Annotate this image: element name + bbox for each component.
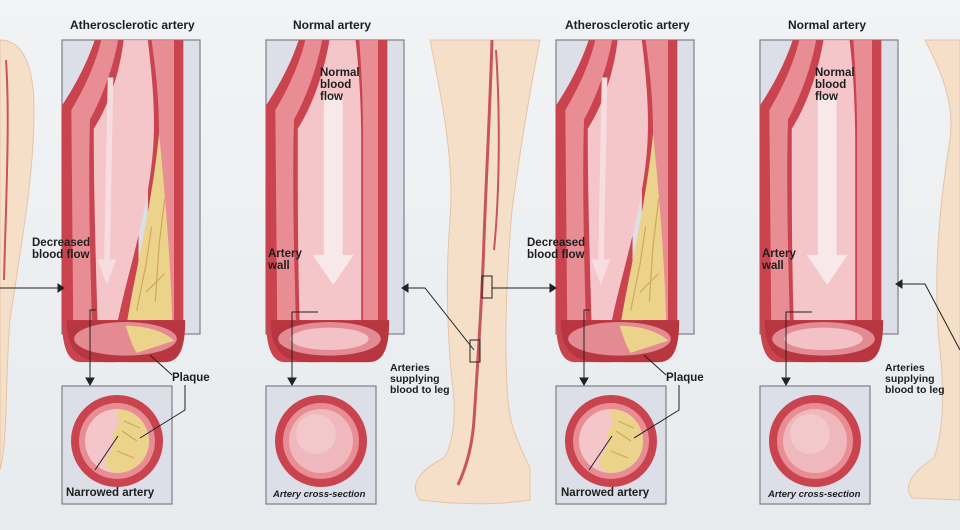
- label-normal-flow-2: Normal blood flow: [815, 67, 855, 103]
- label-artery-wall-1: Artery wall: [268, 248, 302, 272]
- artery-atherosclerotic-1: [62, 40, 185, 362]
- leg-right: [908, 39, 960, 501]
- label-arteries-supplying-leg-1: Arteries supplying blood to leg: [390, 362, 450, 396]
- label-narrowed-artery-2: Narrowed artery: [561, 487, 650, 499]
- label-artery-wall-2: Artery wall: [762, 248, 796, 272]
- label-cross-section-1: Artery cross-section: [273, 489, 366, 500]
- label-arteries-supplying-leg-2: Arteries supplying blood to leg: [885, 362, 945, 396]
- label-decreased-flow-2: Decreased blood flow: [527, 237, 586, 261]
- artery-atherosclerotic-2: [556, 40, 679, 362]
- crosssection-normal-1: [275, 395, 367, 487]
- title-normal-1: Normal artery: [293, 18, 372, 32]
- title-normal-2: Normal artery: [788, 18, 867, 32]
- label-narrowed-artery-1: Narrowed artery: [66, 487, 155, 499]
- title-atherosclerotic-2: Atherosclerotic artery: [565, 18, 690, 32]
- title-atherosclerotic-1: Atherosclerotic artery: [70, 18, 195, 32]
- leg-left-artery: [3, 59, 9, 281]
- label-normal-flow-1: Normal blood flow: [320, 67, 360, 103]
- label-plaque-1: Plaque: [172, 372, 210, 384]
- crosssection-ath-2: [564, 394, 658, 488]
- callout-lines: [0, 279, 960, 471]
- crosssection-normal-2: [769, 395, 861, 487]
- crosssection-ath-1: [70, 394, 164, 488]
- label-plaque-2: Plaque: [666, 372, 704, 384]
- leg-marker-lower: [469, 339, 481, 363]
- leg-center: [414, 39, 541, 505]
- label-cross-section-2: Artery cross-section: [768, 489, 861, 500]
- leg-marker-upper: [481, 275, 493, 299]
- label-decreased-flow-1: Decreased blood flow: [32, 237, 91, 261]
